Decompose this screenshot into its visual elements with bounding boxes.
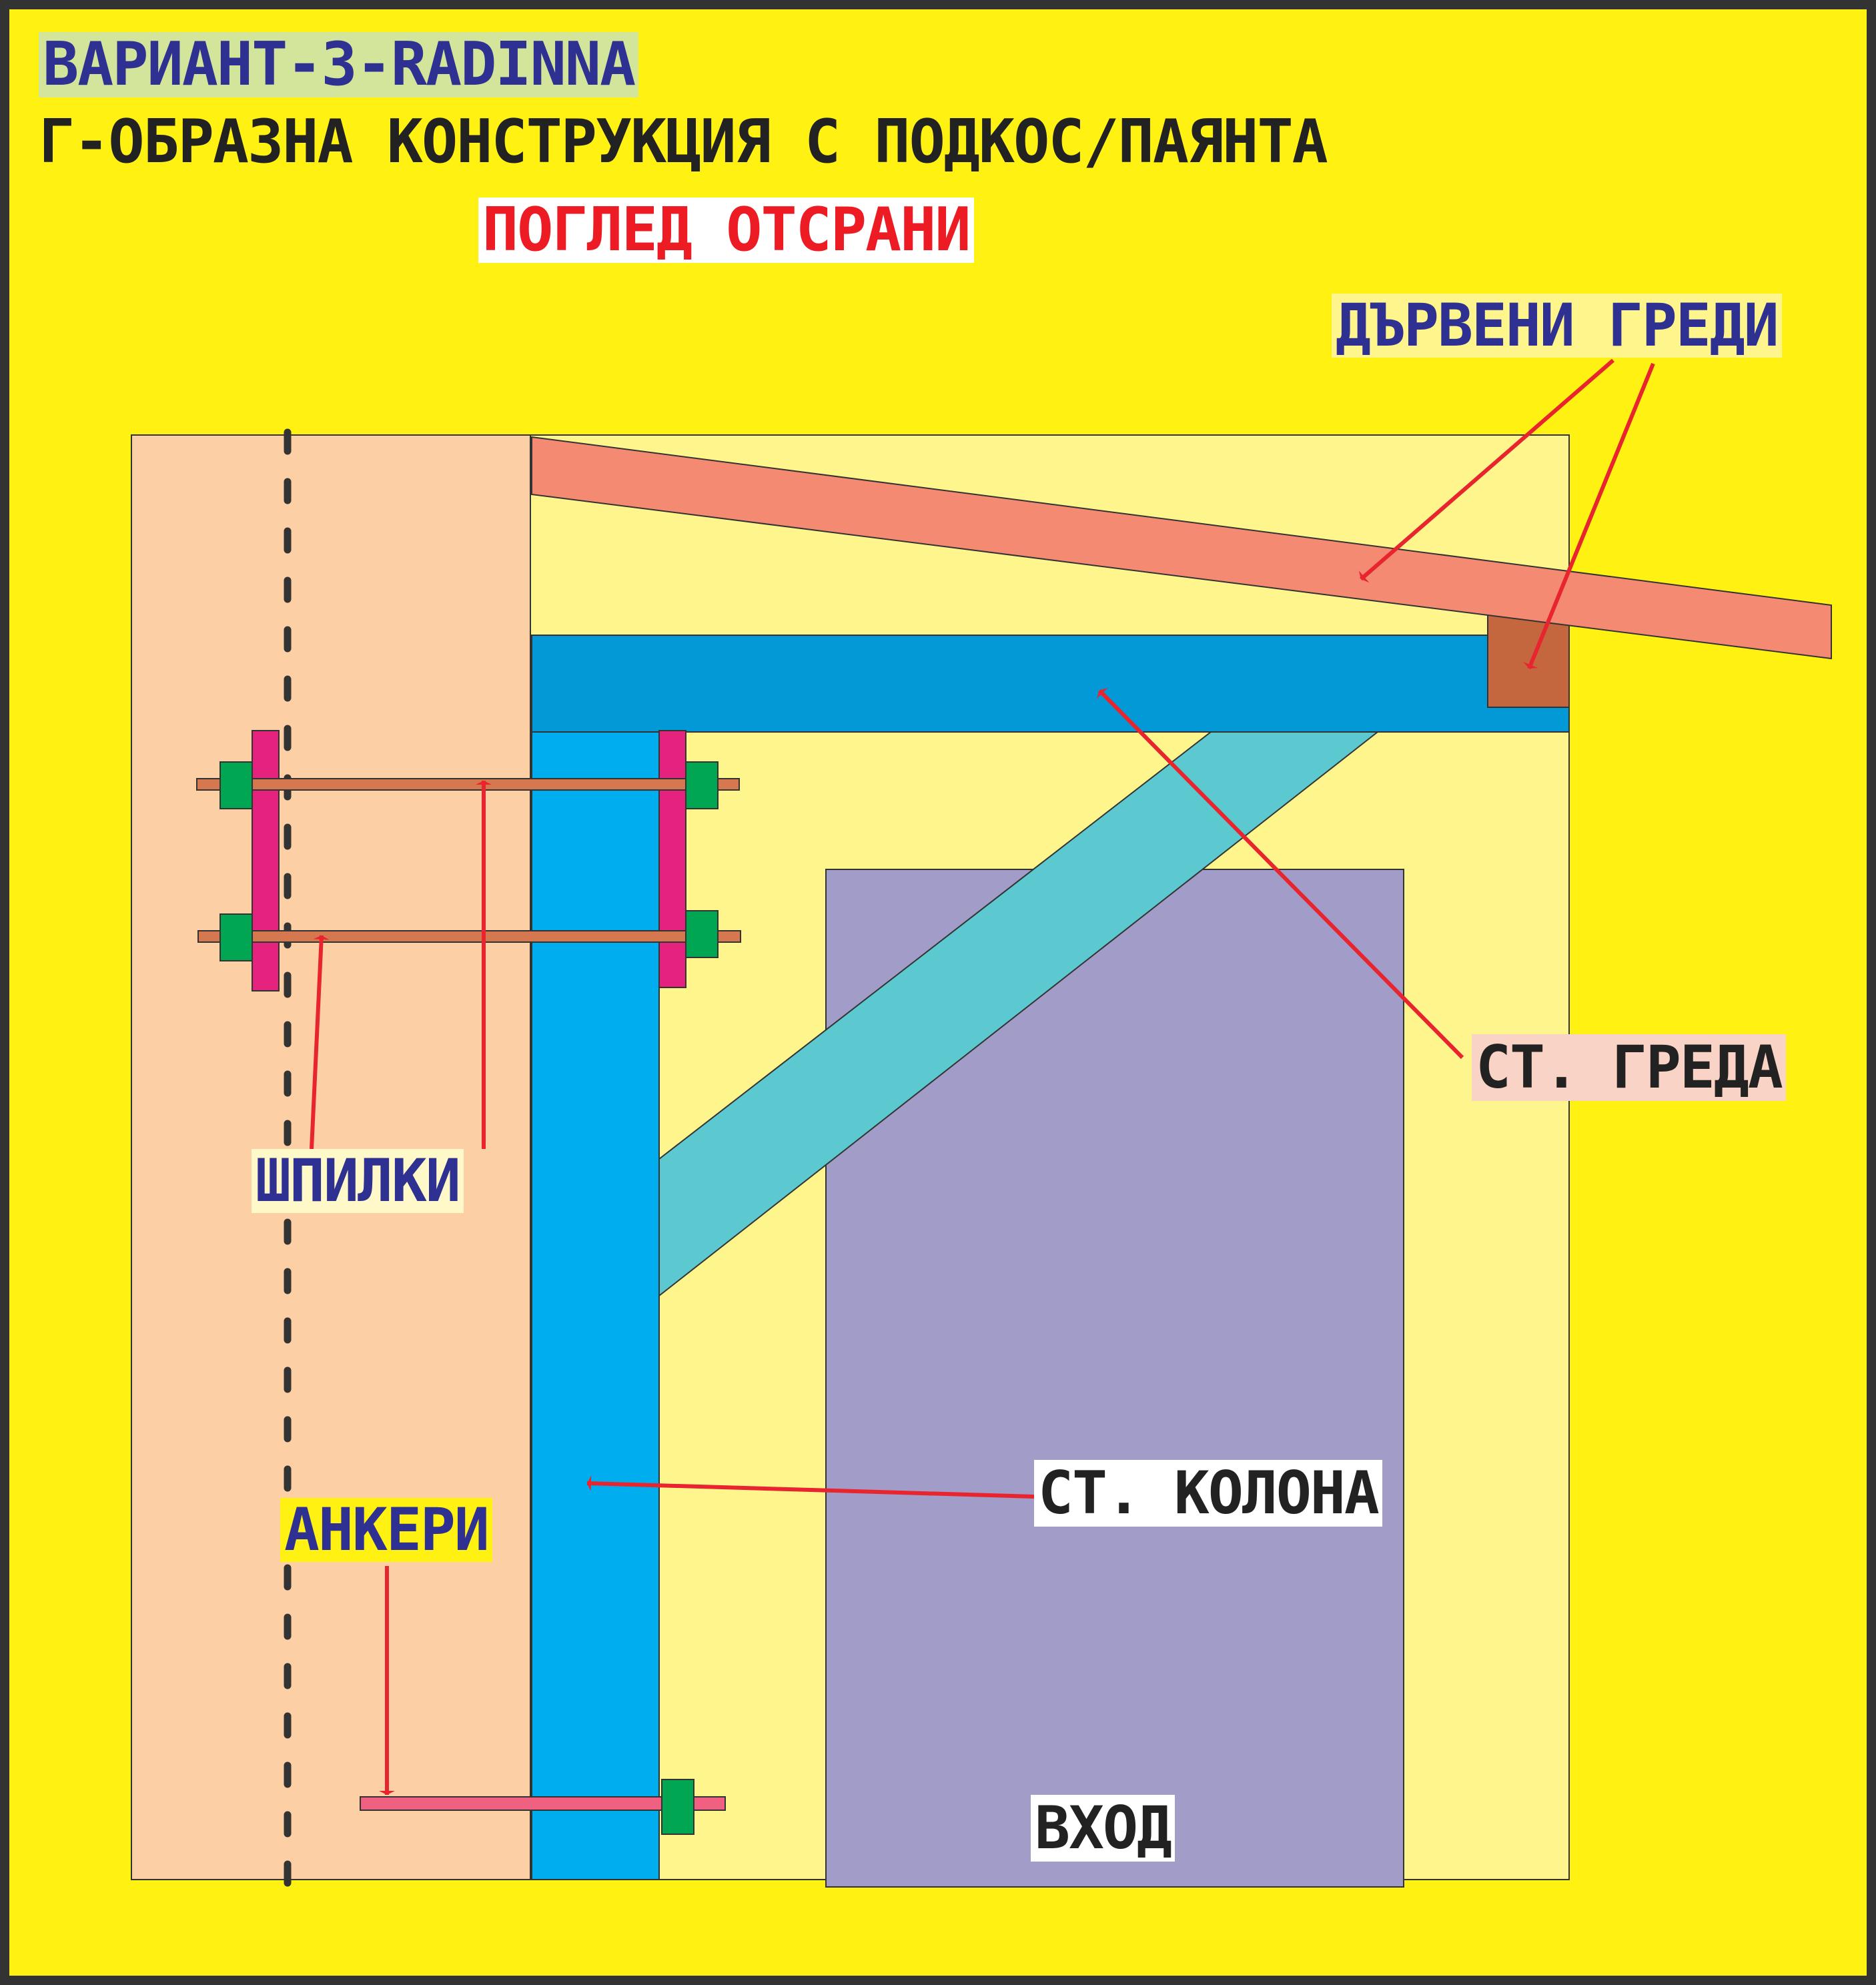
steel-column xyxy=(531,730,660,1880)
variant-title: ВАРИАНТ-3-RADINNA xyxy=(39,32,639,97)
arrow-steel-beam xyxy=(1096,687,1464,1060)
anchor-rod xyxy=(360,1796,726,1811)
anchors-label: АНКЕРИ xyxy=(280,1498,492,1562)
studs-label: ШПИЛКИ xyxy=(252,1149,464,1213)
arrow-wood-beams-1 xyxy=(1358,358,1614,583)
arrow-wood-beams-2 xyxy=(1523,362,1655,670)
clamp-plate-right xyxy=(658,730,686,988)
clamp-plate-left xyxy=(252,730,280,991)
stud-rod-upper xyxy=(196,778,740,791)
steel-beam xyxy=(531,635,1570,733)
steel-column-label: СТ. КОЛОНА xyxy=(1034,1460,1382,1527)
stud-nut xyxy=(219,761,253,809)
stud-nut xyxy=(219,913,253,961)
anchor-nut xyxy=(661,1779,694,1835)
wood-block xyxy=(1487,615,1570,708)
arrow-steel-column xyxy=(586,1475,1035,1499)
stud-nut xyxy=(685,761,719,809)
entrance-label: ВХОД xyxy=(1031,1795,1175,1862)
arrow-studs-1 xyxy=(310,935,330,1150)
page-title: Г-ОБРАЗНА КОНСТРУКЦИЯ С ПОДКОС/ПАЯНТА xyxy=(39,107,1328,177)
stud-rod-lower xyxy=(197,930,741,943)
view-title: ПОГЛЕД ОТСРАНИ xyxy=(478,197,974,263)
stud-nut xyxy=(685,910,719,958)
wood-beams-label: ДЪРВЕНИ ГРЕДИ xyxy=(1332,294,1782,358)
steel-beam-label: СТ. ГРЕДА xyxy=(1472,1034,1786,1101)
